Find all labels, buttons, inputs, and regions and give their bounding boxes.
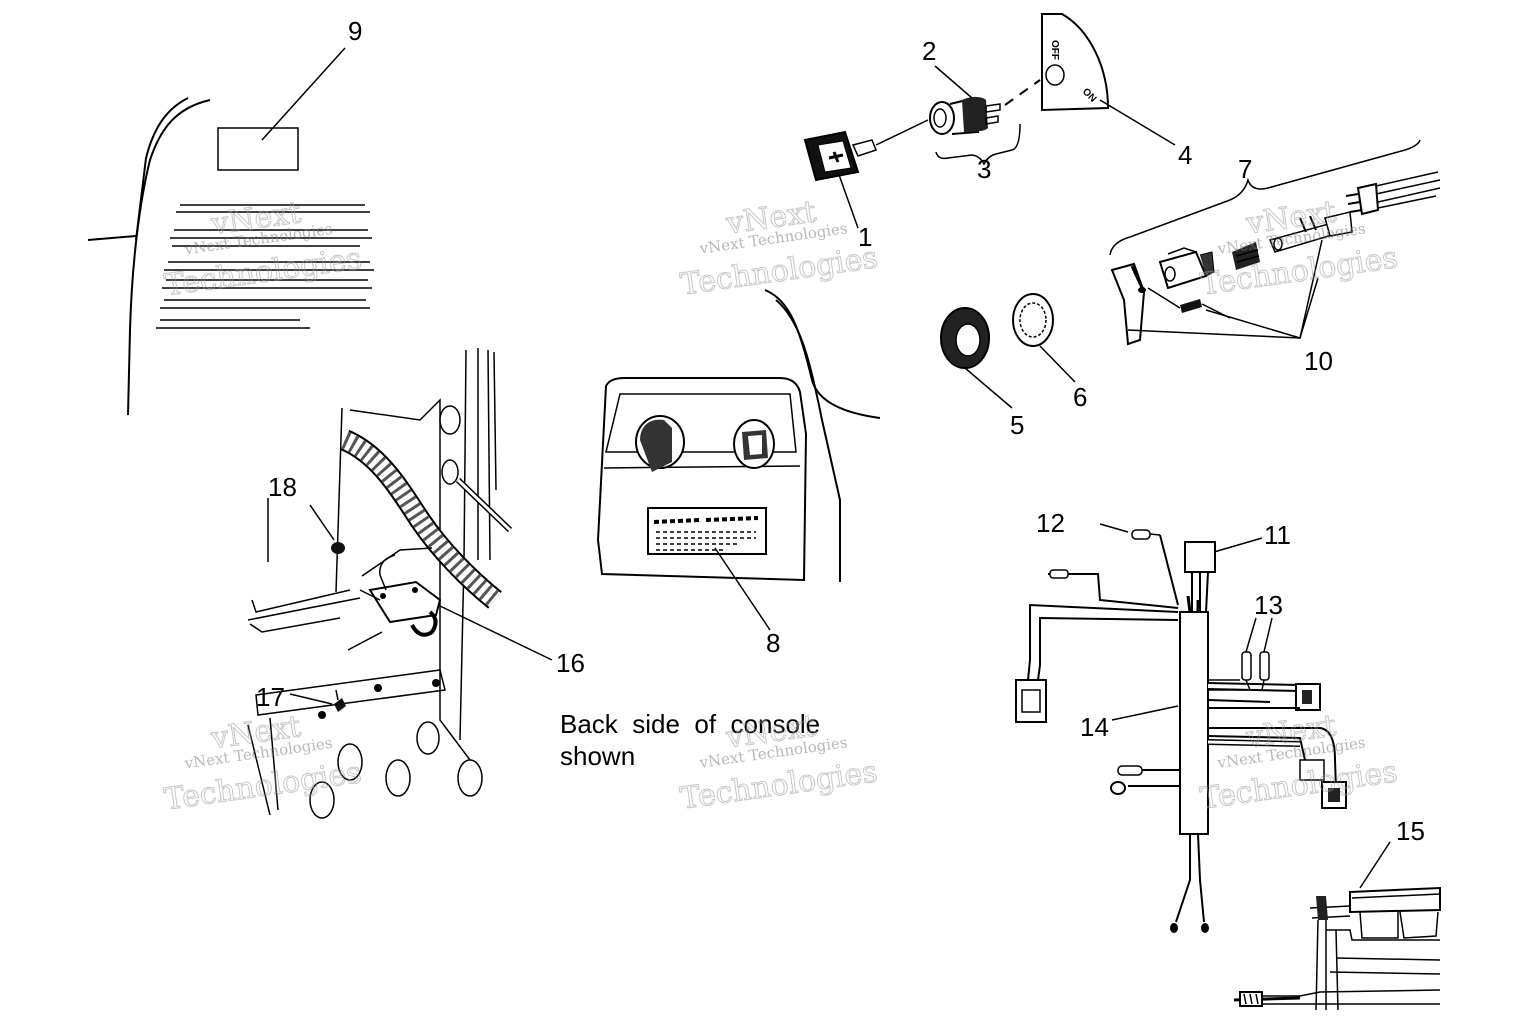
callout-17: 17	[256, 682, 285, 712]
ignition-switch	[929, 96, 1001, 135]
caption-line-2: shown	[560, 741, 635, 771]
callout-10: 10	[1304, 346, 1333, 376]
hood-panel	[87, 97, 374, 416]
switch-on-label: ON	[1080, 86, 1098, 104]
callout-7: 7	[1238, 154, 1252, 184]
console-warning-decal	[647, 507, 767, 555]
callout-6: 6	[1073, 382, 1087, 412]
connector-plug	[1345, 171, 1441, 216]
screw	[334, 689, 346, 712]
callout-8: 8	[766, 628, 780, 658]
watermark-2: vNext vNext Technologies Technologies	[678, 194, 880, 303]
caption-line-1: Back side of console	[560, 709, 820, 739]
callout-1: 1	[858, 222, 872, 252]
watermark-6: vNext vNext Technologies Technologies	[1198, 708, 1400, 817]
harness-connector-top	[1184, 541, 1216, 573]
callout-9: 9	[348, 16, 362, 46]
bezel-ring	[940, 307, 990, 369]
dash-interior	[247, 348, 513, 819]
grommet	[331, 542, 345, 554]
wiring-harness	[1015, 529, 1347, 933]
callout-13: 13	[1254, 590, 1283, 620]
callout-4: 4	[1178, 140, 1192, 170]
callout-12: 12	[1036, 508, 1065, 538]
callout-15: 15	[1396, 816, 1425, 846]
gauge-cluster-wiring	[1233, 886, 1441, 1011]
callout-16: 16	[556, 648, 585, 678]
hood-decal	[217, 127, 299, 171]
switch-plate: OFF ON	[1041, 13, 1110, 112]
callout-3: 3	[977, 154, 991, 184]
hood-vent-slots	[156, 204, 374, 329]
switch-off-label: OFF	[1049, 40, 1060, 60]
harness-main-sheath	[1179, 611, 1209, 835]
light-switch-assembly	[1109, 139, 1421, 346]
callout-18: 18	[268, 472, 297, 502]
ignition-key	[803, 130, 877, 182]
console	[596, 289, 881, 582]
callout-numbers: 1 2 3 4 5 6 7 8 9 10 11 12 13 14 15 16 1…	[256, 16, 1425, 846]
callout-2: 2	[922, 36, 936, 66]
callout-14: 14	[1080, 712, 1109, 742]
caption: Back side of console shown	[560, 709, 820, 771]
callout-5: 5	[1010, 410, 1024, 440]
lock-washer	[1012, 293, 1054, 347]
callout-11: 11	[1264, 520, 1291, 550]
